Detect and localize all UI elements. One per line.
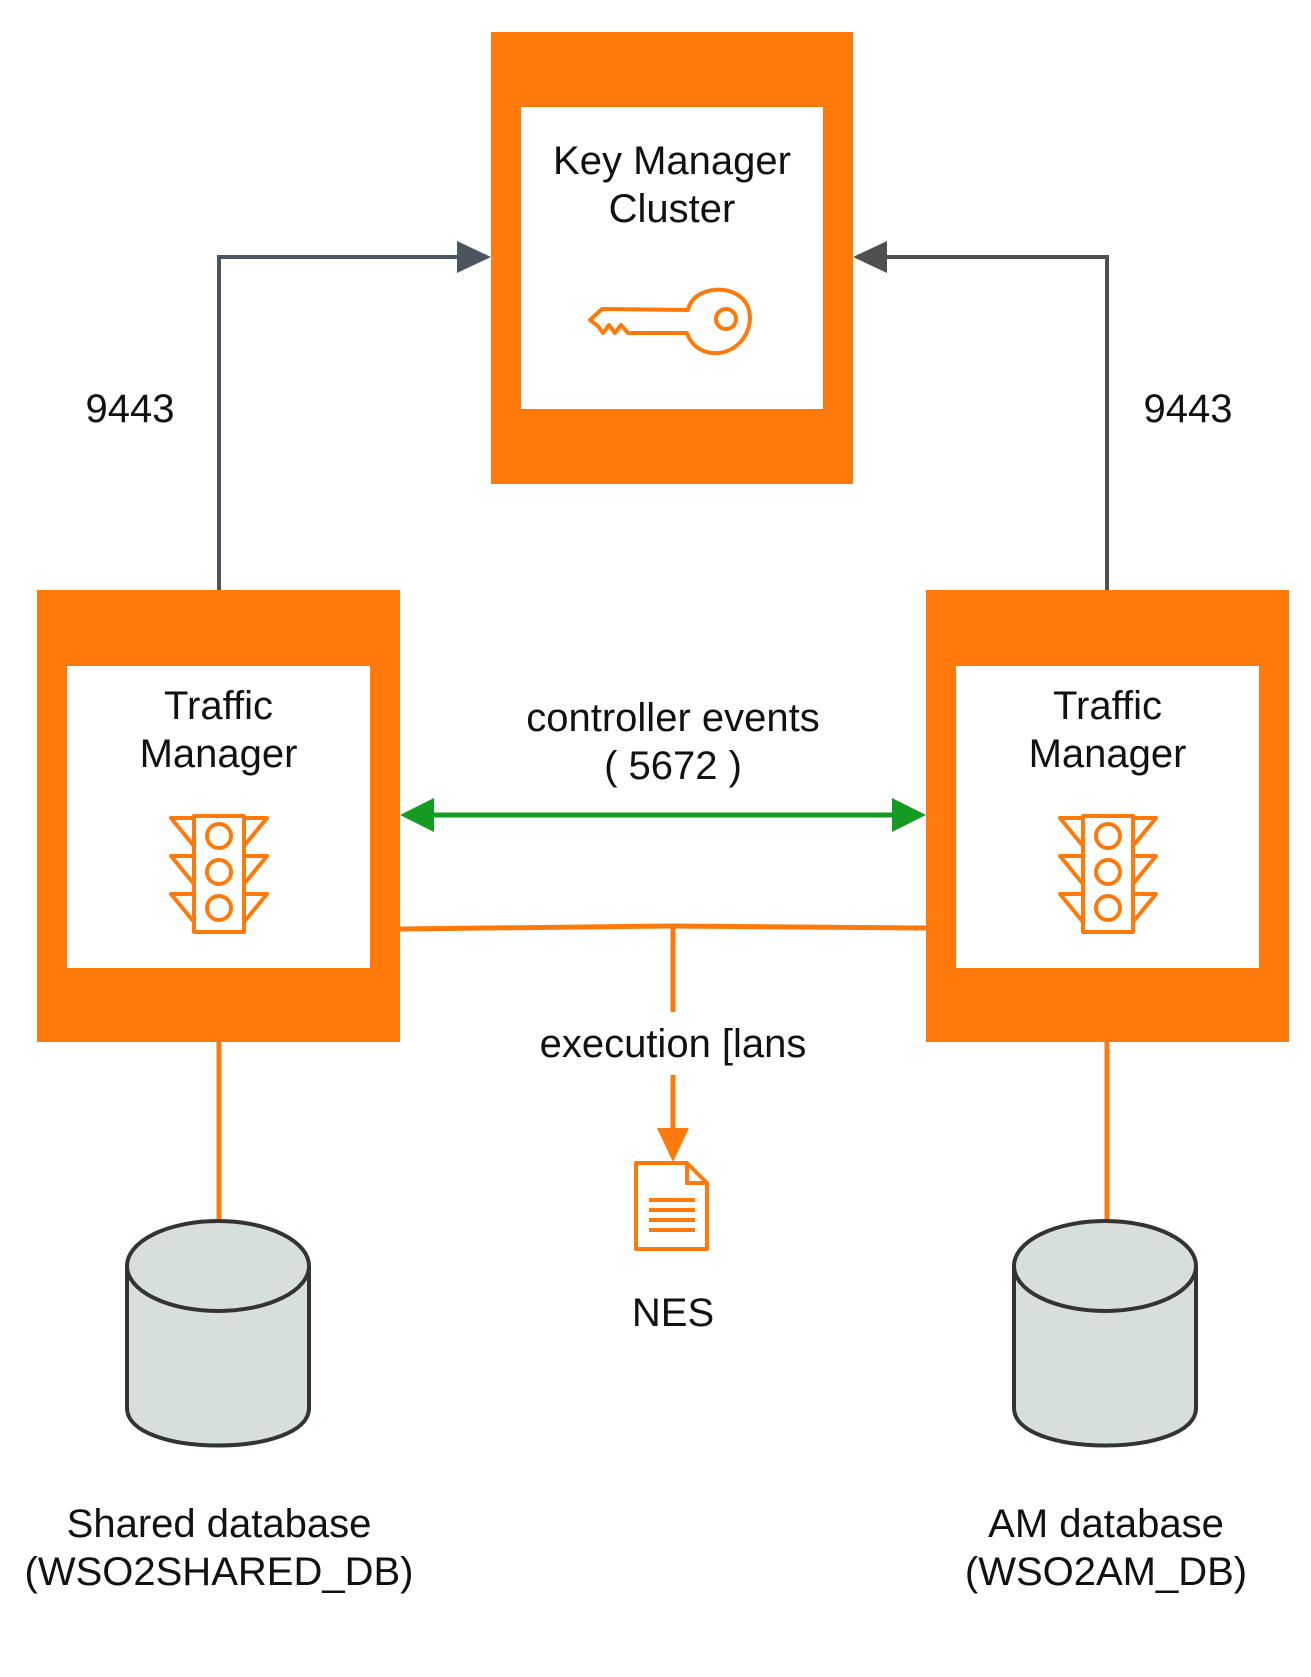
database-icon: [1012, 1219, 1198, 1448]
right-to-keymanager-arrowhead: [853, 241, 887, 273]
shared-database-label: Shared database (WSO2SHARED_DB): [24, 1502, 414, 1594]
traffic-manager-right-panel: Traffic Manager: [956, 666, 1259, 968]
controller-events-label: controller events ( 5672 ): [526, 696, 820, 788]
document-icon: [634, 1161, 709, 1251]
controller-events-arrowhead-left: [400, 798, 434, 832]
traffic-light-icon: [1058, 814, 1158, 934]
left-port-label: 9443: [85, 387, 175, 431]
traffic-manager-left-node: Traffic Manager: [37, 590, 400, 1042]
right-to-keymanager-connector: [885, 255, 1109, 590]
left-to-keymanager-arrowhead: [457, 241, 491, 273]
key-manager-node: Key Manager Cluster: [491, 32, 853, 484]
execution-plans-connector-horizontal: [399, 923, 927, 932]
database-icon: [125, 1219, 311, 1448]
traffic-manager-right-title: Traffic Manager: [1028, 684, 1187, 776]
traffic-manager-left-title: Traffic Manager: [139, 684, 298, 776]
nes-label: NES: [631, 1291, 715, 1335]
right-port-label: 9443: [1143, 387, 1233, 431]
key-manager-title: Key Manager Cluster: [553, 139, 791, 231]
key-icon: [588, 287, 752, 356]
execution-plans-arrowhead: [657, 1128, 689, 1162]
controller-events-arrowhead-right: [892, 798, 926, 832]
traffic-manager-left-panel: Traffic Manager: [67, 666, 370, 968]
traffic-manager-right-node: Traffic Manager: [926, 590, 1289, 1042]
traffic-light-icon: [169, 814, 269, 934]
left-to-keymanager-connector: [217, 255, 460, 590]
execution-plans-label: execution [lans: [539, 1022, 807, 1066]
key-manager-panel: Key Manager Cluster: [521, 107, 823, 409]
am-database-label: AM database (WSO2AM_DB): [964, 1502, 1248, 1594]
